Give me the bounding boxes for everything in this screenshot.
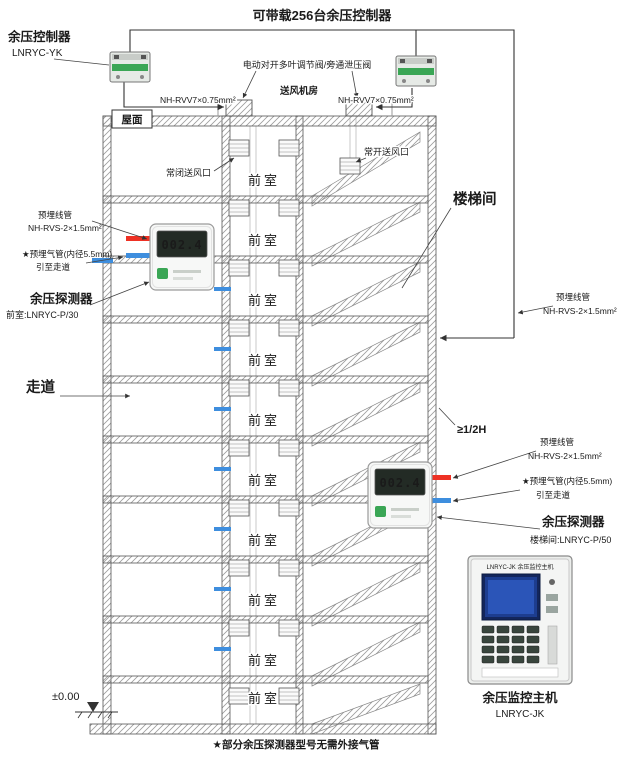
conduit-label-right-2: NH-RVS-2×1.5mm² <box>528 451 602 461</box>
roof-label: 屋面 <box>122 114 143 126</box>
front-room-label: 前室 <box>248 473 280 488</box>
valve-label: 电动对开多叶调节阀/旁通泄压阀 <box>243 59 372 70</box>
vent-open-label: 常开送风口 <box>364 146 409 157</box>
footnote-label: ★部分余压探测器型号无需外接气管 <box>213 738 380 751</box>
air-pipe-label-left-1: ★预埋气管(内径5.5mm) <box>22 249 112 259</box>
leader-lines <box>53 58 554 530</box>
labels: 可带载256台余压控制器 余压控制器 LNRYC-YK 电动对开多叶调节阀/旁通… <box>6 7 617 752</box>
host-panel-title: LNRYC-JK 余压监控主机 <box>487 563 554 571</box>
bus-wiring <box>123 29 515 342</box>
detector-front-red-pipe <box>126 236 151 241</box>
roof-equipment <box>217 96 393 117</box>
corridor-label: 走道 <box>26 378 55 396</box>
supply-valve-right <box>345 99 373 117</box>
floor-vents <box>228 139 361 705</box>
floor-air-stub <box>214 527 231 531</box>
vent-closed-label: 常闭送风口 <box>166 167 211 178</box>
detector-front-blue-pipe <box>126 253 151 258</box>
front-room-label: 前室 <box>248 173 280 188</box>
pipes <box>92 236 451 651</box>
front-room-label: 前室 <box>248 293 280 308</box>
host-title: 余压监控主机 <box>481 690 558 705</box>
stairwell-label: 楼梯间 <box>453 190 497 208</box>
controller-title: 余压控制器 <box>7 29 71 44</box>
front-room-label: 前室 <box>248 533 280 548</box>
detector-stair-blue-pipe <box>431 498 451 503</box>
ground-level-symbol <box>75 702 118 719</box>
air-pipe-label-right-2: 引至走道 <box>536 490 571 500</box>
host-model: LNRYC-JK <box>496 709 545 720</box>
bus-capacity-label: 可带载256台余压控制器 <box>253 8 393 23</box>
conduit-label-right-top-2: NH-RVS-2×1.5mm² <box>543 306 617 316</box>
front-room-label: 前室 <box>248 653 280 668</box>
detector-stair-model: 楼梯间:LNRYC-P/50 <box>530 534 611 545</box>
pressure-detector-stair <box>367 461 433 529</box>
stairwell-open-vent <box>339 157 361 175</box>
front-room-label: 前室 <box>248 233 280 248</box>
conduit-label-left-2: NH-RVS-2×1.5mm² <box>28 223 102 233</box>
floor-air-stub <box>214 347 231 351</box>
floor-air-stub <box>214 467 231 471</box>
monitor-host-panel: LNRYC-JK 余压监控主机 <box>467 555 573 685</box>
ground-slab <box>89 723 437 735</box>
air-pipe-label-right-1: ★预埋气管(内径5.5mm) <box>522 476 612 486</box>
cable-right-label: NH-RVV7×0.75mm² <box>338 95 414 105</box>
detector-front-model: 前室:LNRYC-P/30 <box>6 309 78 320</box>
roof-label-box <box>111 109 153 129</box>
cable-left-label: NH-RVV7×0.75mm² <box>160 95 236 105</box>
roof-slab <box>102 115 437 127</box>
pressure-controller-right <box>395 55 437 87</box>
pressure-controller-left <box>109 51 151 83</box>
height-note-label: ≥1/2H <box>457 424 486 436</box>
right-wall <box>427 115 437 735</box>
front-room-label: 前室 <box>248 691 280 706</box>
floor-air-stub <box>214 287 231 291</box>
elevation-label: ±0.00 <box>52 691 79 703</box>
conduit-label-right-top-1: 预埋线管 <box>556 292 590 302</box>
front-room-label: 前室 <box>248 353 280 368</box>
left-wall <box>102 115 112 735</box>
fan-room-label: 送风机房 <box>279 85 318 97</box>
detector-stair-title: 余压探测器 <box>541 514 605 529</box>
host-indicator <box>549 579 555 585</box>
air-pipe-label-left-2: 引至走道 <box>36 262 71 272</box>
front-room-label: 前室 <box>248 413 280 428</box>
floor-air-stub <box>214 407 231 411</box>
floor-air-stub <box>214 647 231 651</box>
pressure-detector-front <box>149 223 215 291</box>
controller-model: LNRYC-YK <box>12 48 63 59</box>
detector-stair-red-pipe <box>431 475 451 480</box>
supply-valve-left <box>225 99 253 117</box>
conduit-label-right-1: 预埋线管 <box>540 437 574 447</box>
conduit-label-left-1: 预埋线管 <box>38 210 72 220</box>
detector-front-title: 余压探测器 <box>29 291 93 306</box>
front-room-label: 前室 <box>248 593 280 608</box>
floor-air-stub <box>214 587 231 591</box>
